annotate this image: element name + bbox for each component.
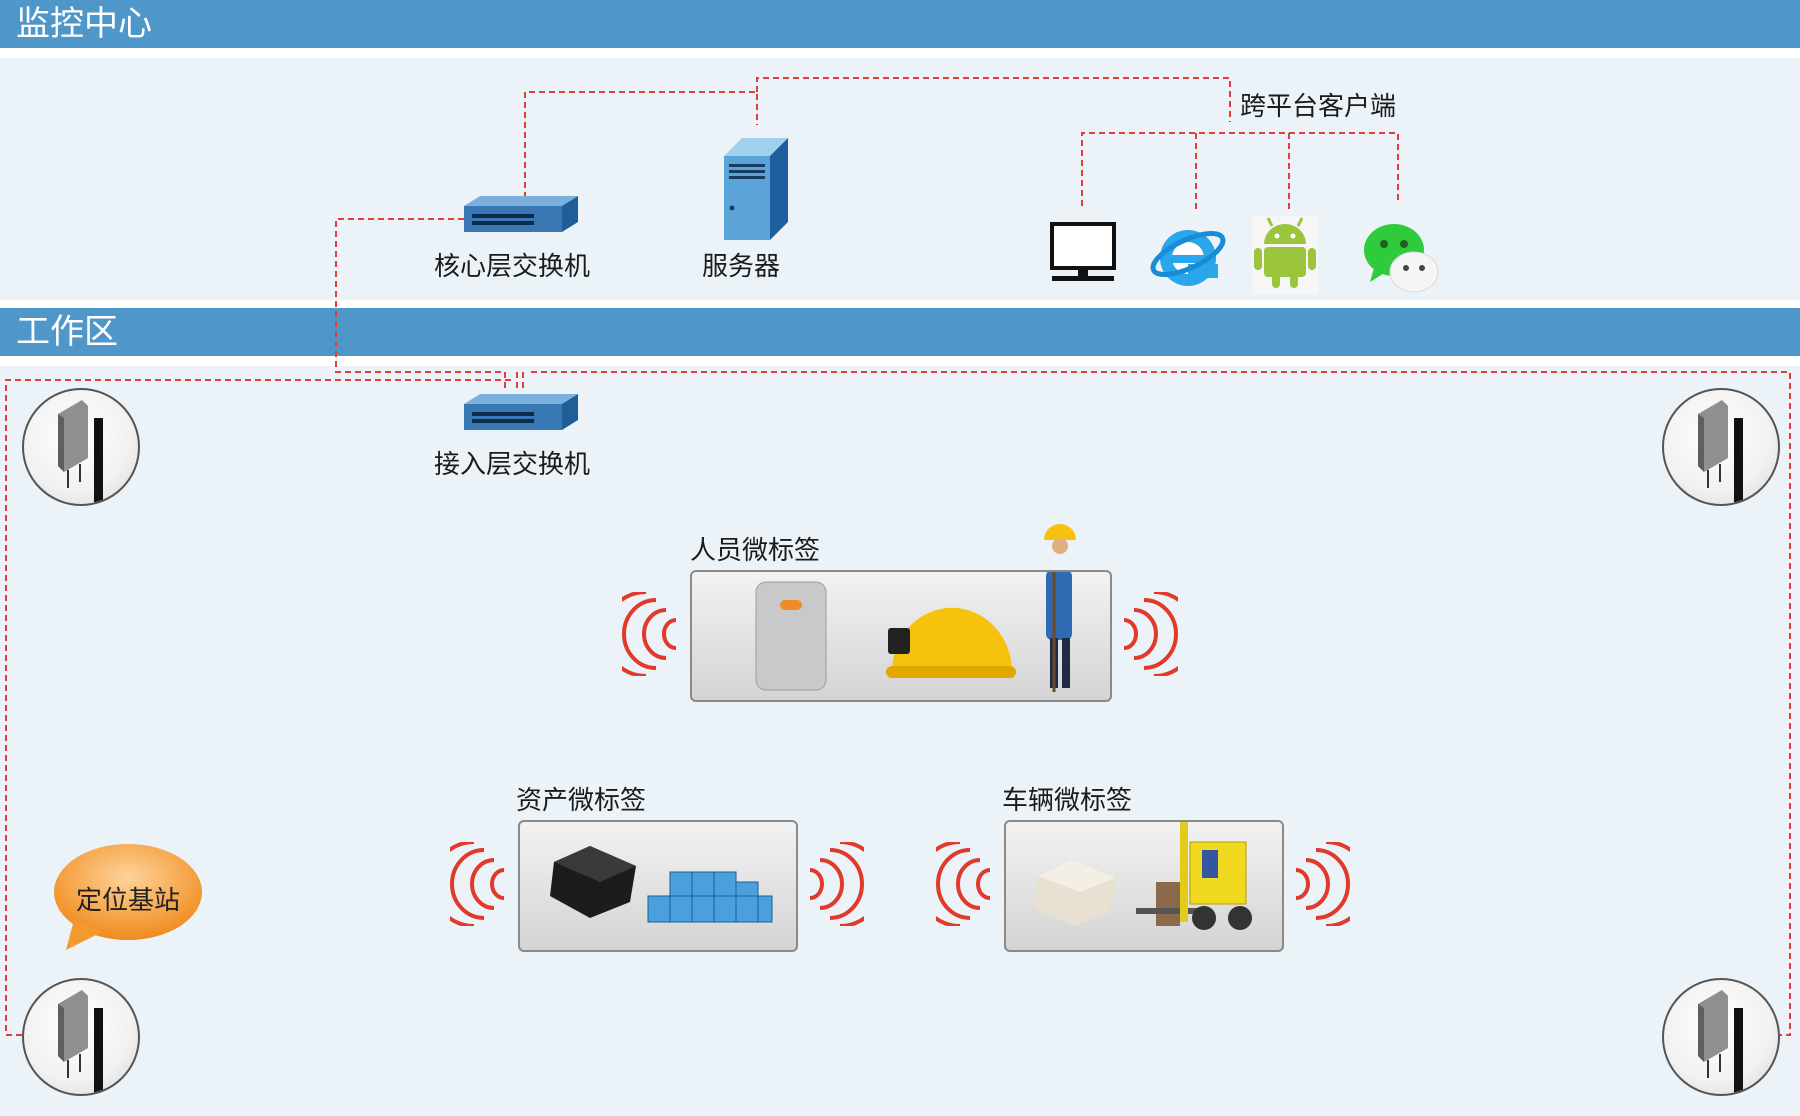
base-station-bottom-right <box>1662 978 1780 1096</box>
android-icon <box>1250 214 1320 296</box>
base-station-antenna-icon <box>58 990 103 1094</box>
core-switch-label: 核心层交换机 <box>434 252 591 282</box>
forklift-icon <box>1136 812 1252 930</box>
monitor-center-title: 监控中心 <box>16 4 152 44</box>
vehicle-tag-panel <box>1004 812 1284 952</box>
base-station-callout-label: 定位基站 <box>75 886 180 916</box>
server-to-clients-link <box>756 77 1231 122</box>
access-uplink-bundle <box>516 372 524 392</box>
server-icon <box>724 138 788 240</box>
work-area-band: 工作区 <box>0 308 1800 356</box>
client-bus-link <box>1081 132 1399 206</box>
signal-wave-icon <box>1118 590 1198 678</box>
worker-icon <box>1046 542 1072 692</box>
signal-wave-icon <box>1290 840 1370 928</box>
helmet-icon <box>886 607 1016 678</box>
asset-tag-label: 资产微标签 <box>516 786 647 816</box>
signal-wave-icon <box>602 590 682 678</box>
core-to-server-link <box>524 91 758 198</box>
base-station-top-left <box>22 388 140 506</box>
monitor-icon <box>1048 222 1118 286</box>
signal-wave-icon <box>804 840 884 928</box>
vehicle-tag-label: 车辆微标签 <box>1002 786 1133 816</box>
signal-wave-icon <box>916 840 996 928</box>
left-stations-link <box>5 379 511 1036</box>
switch-icon <box>464 394 578 430</box>
monitor-center-band: 监控中心 <box>0 0 1800 48</box>
access-switch <box>460 394 580 440</box>
signal-wave-icon <box>430 840 510 928</box>
access-switch-label: 接入层交换机 <box>434 450 591 480</box>
boxes-icon <box>647 871 773 923</box>
base-station-top-right <box>1662 388 1780 506</box>
base-station-bottom-left <box>22 978 140 1096</box>
cross-platform-client-label: 跨平台客户端 <box>1240 92 1397 122</box>
work-area-zone <box>0 366 1800 1116</box>
ie-browser-icon <box>1148 214 1228 294</box>
wechat-icon <box>1360 220 1440 296</box>
worker-helmet-top-icon <box>1040 516 1080 556</box>
personnel-tag-label: 人员微标签 <box>690 536 821 566</box>
base-station-antenna-icon <box>1698 400 1743 504</box>
switch-icon <box>464 196 578 232</box>
base-station-antenna-icon <box>1698 990 1743 1094</box>
monitor-center-zone <box>0 58 1800 300</box>
asset-tag-panel <box>518 820 798 952</box>
base-station-callout: 定位基站 <box>52 842 204 950</box>
vehicle-tag-contents <box>1034 812 1252 930</box>
personnel-tag-panel <box>690 542 1112 702</box>
client-drop-links <box>1195 133 1290 210</box>
work-area-title: 工作区 <box>16 312 118 352</box>
right-stations-link <box>531 371 1791 1036</box>
core-to-access-link <box>335 218 506 392</box>
core-switch <box>460 196 580 242</box>
personnel-tag-contents <box>755 542 1072 692</box>
asset-tag-contents <box>550 846 773 923</box>
server-label: 服务器 <box>702 252 781 282</box>
base-station-antenna-icon <box>58 400 103 504</box>
server <box>720 136 790 242</box>
